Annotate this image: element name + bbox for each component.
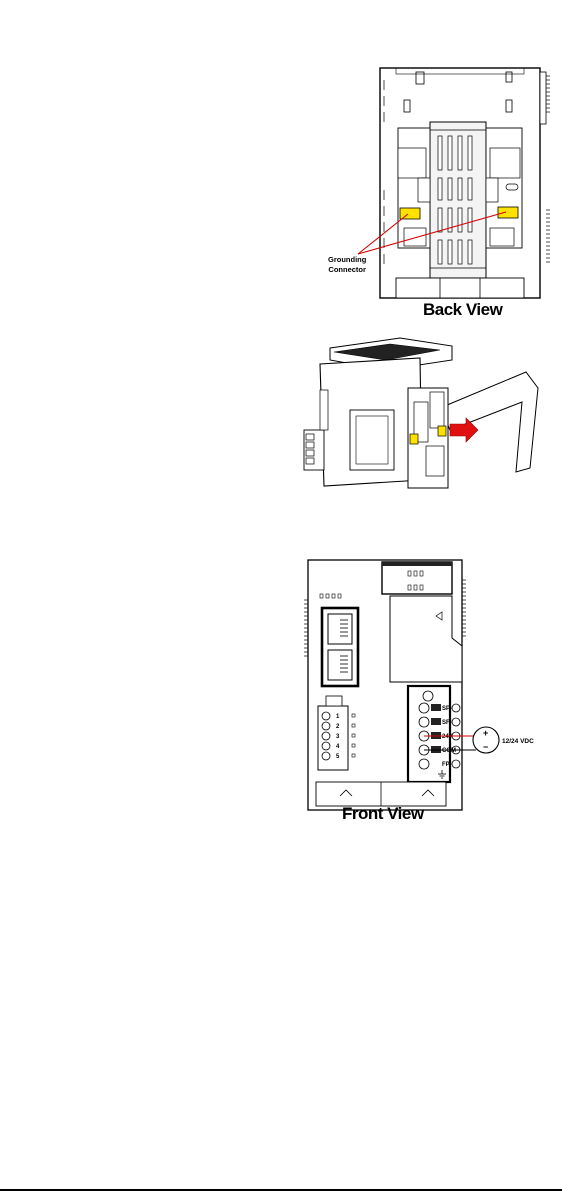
side-view-figure <box>290 330 562 500</box>
terminal-label-fp: FP- <box>442 762 452 768</box>
grounding-connector-right <box>498 207 518 218</box>
supply-plus: + <box>483 728 488 738</box>
back-view-drawing <box>300 60 562 322</box>
din-rail <box>440 372 538 472</box>
callout-line-2: Connector <box>328 265 366 275</box>
front-view-figure: 1 2 3 4 5 SP- SF- 24V COM FP- <box>290 556 562 826</box>
back-view-figure <box>300 60 562 322</box>
page-bottom-rule <box>0 1189 562 1191</box>
supply-minus: − <box>483 742 488 752</box>
terminal-label-sp: SP- <box>442 706 452 712</box>
grounding-tab-2 <box>438 426 446 436</box>
callout-line-1: Grounding <box>328 255 366 265</box>
front-view-drawing: 1 2 3 4 5 SP- SF- 24V COM FP- <box>290 556 562 826</box>
terminal-label-24v: 24V <box>442 734 453 740</box>
back-view-caption: Back View <box>423 300 502 320</box>
terminal-label-com: COM <box>442 748 456 754</box>
side-view-drawing <box>290 330 562 500</box>
supply-voltage-label: 12/24 VDC <box>502 738 534 745</box>
front-view-caption: Front View <box>342 804 424 824</box>
grounding-connector-label: Grounding Connector <box>328 255 366 275</box>
grounding-tab-1 <box>410 434 418 444</box>
terminal-label-sf: SF- <box>442 720 452 726</box>
